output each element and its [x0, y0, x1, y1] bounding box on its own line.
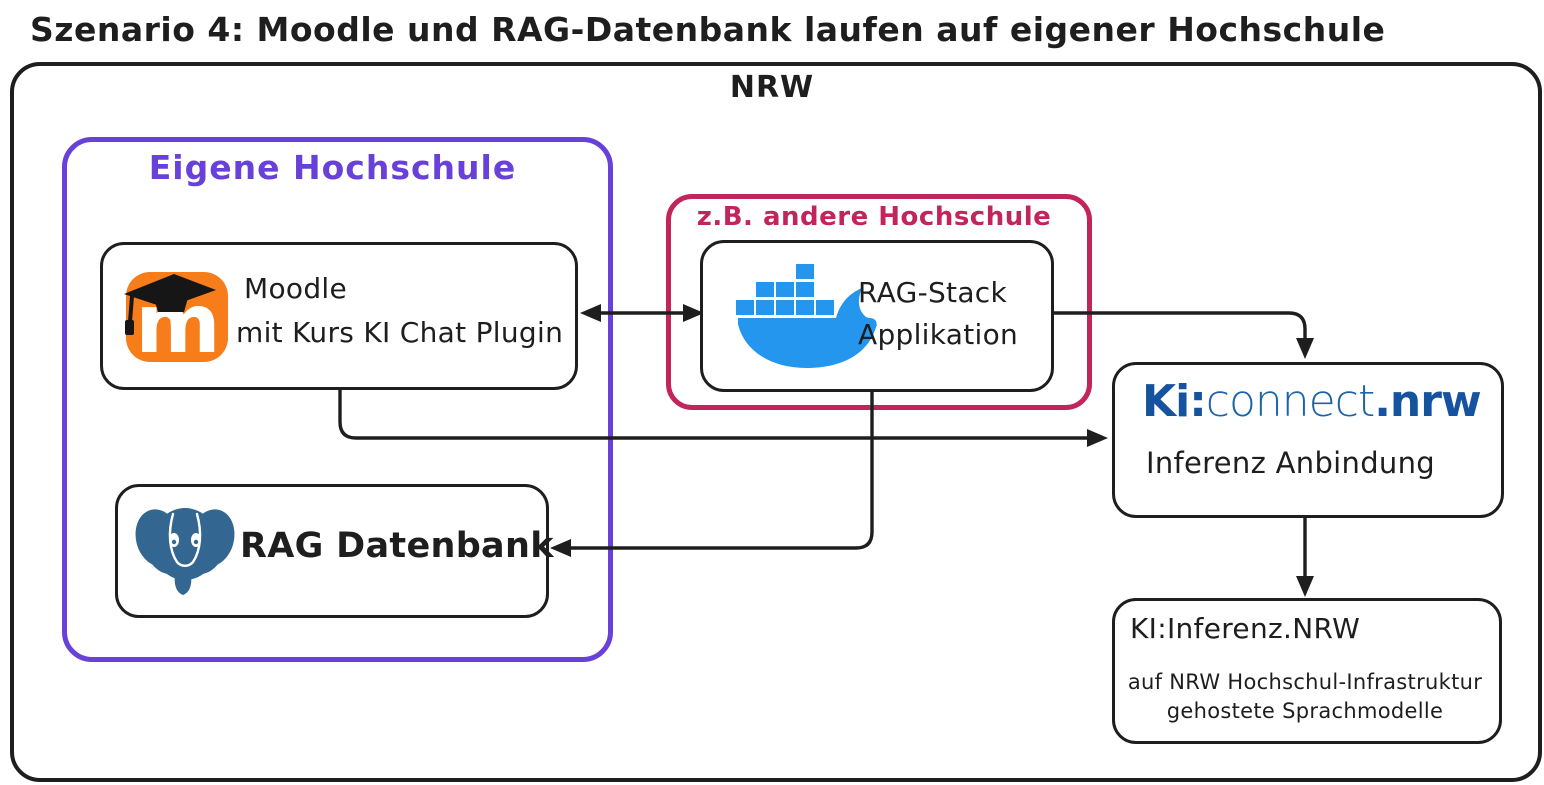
- moodle-label-line2: mit Kurs KI Chat Plugin: [236, 316, 564, 349]
- nrw-region-label: NRW: [729, 70, 815, 105]
- docker-icon: [736, 264, 877, 368]
- rag-stack-label-line1: RAG-Stack: [858, 276, 1008, 309]
- ki-connect-logo-ki: Ki: [1142, 376, 1190, 427]
- node-ki-inferenz: [1112, 598, 1502, 744]
- andere-hochschule-label: z.B. andere Hochschule: [696, 202, 1052, 232]
- rag-datenbank-label: RAG Datenbank: [240, 526, 554, 566]
- ki-inferenz-description: auf NRW Hochschul-Infrastruktur gehostet…: [1120, 668, 1490, 726]
- rag-stack-label-line2: Applikation: [858, 318, 1019, 351]
- moodle-label-line1: Moodle: [244, 272, 347, 305]
- ki-connect-logo: Ki:connect.nrw: [1142, 376, 1482, 427]
- eigene-hochschule-label: Eigene Hochschule: [148, 148, 517, 187]
- ki-connect-logo-nrw: .nrw: [1374, 376, 1481, 427]
- page-title: Szenario 4: Moodle und RAG-Datenbank lau…: [30, 10, 1386, 49]
- ki-connect-logo-colon: :: [1189, 376, 1207, 427]
- moodle-icon: m: [124, 272, 228, 366]
- ki-connect-logo-connect: connect: [1205, 376, 1375, 427]
- postgresql-icon: [135, 508, 235, 595]
- ki-inferenz-description-line2: gehostete Sprachmodelle: [1166, 699, 1444, 723]
- node-ki-connect: [1112, 362, 1504, 518]
- nrw-region-box: [10, 62, 1542, 782]
- ki-inferenz-title: KI:Inferenz.NRW: [1130, 612, 1361, 645]
- node-rag-stack: [700, 240, 1054, 392]
- ki-connect-subtitle: Inferenz Anbindung: [1146, 446, 1435, 480]
- ki-inferenz-description-line1: auf NRW Hochschul-Infrastruktur: [1127, 670, 1483, 694]
